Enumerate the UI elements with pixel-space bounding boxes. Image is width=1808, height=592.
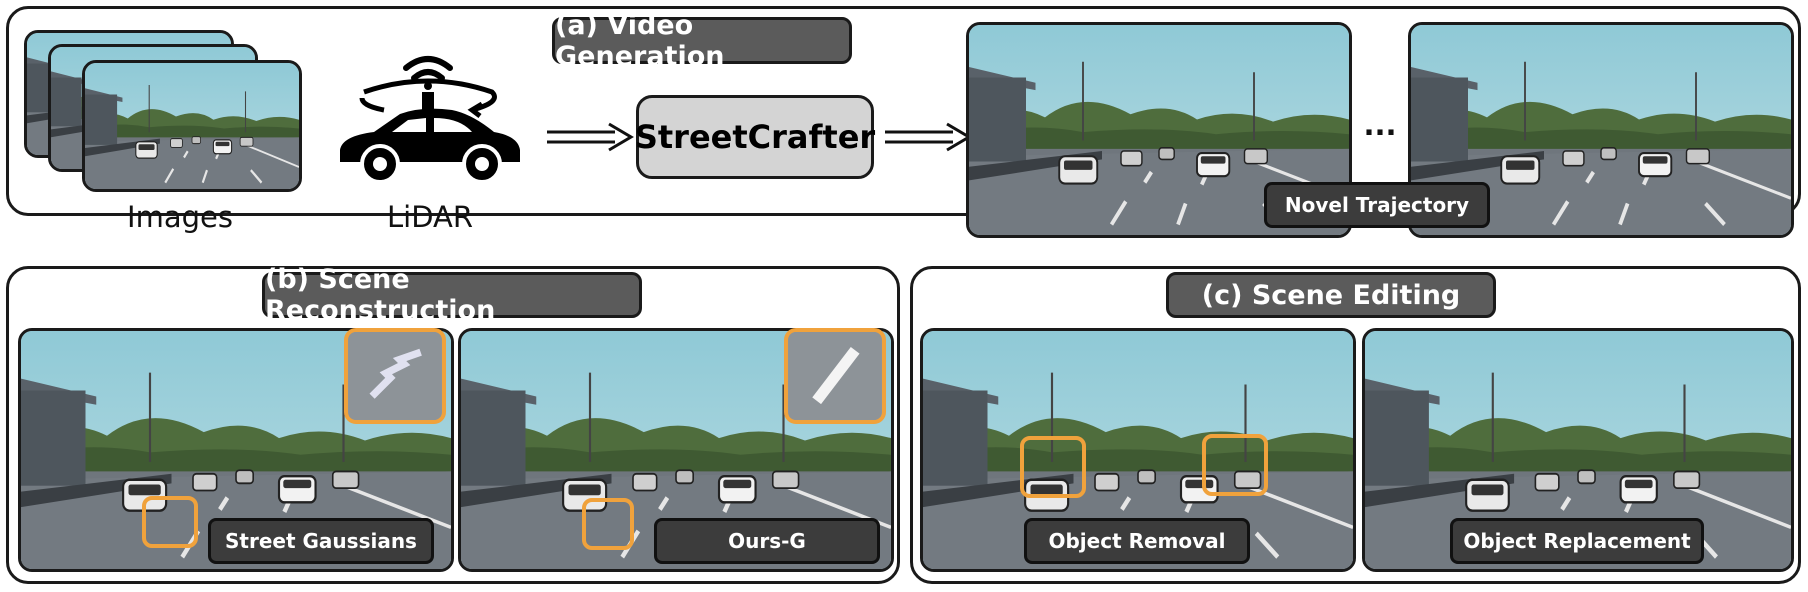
- ours-g-zoom-inset: [784, 328, 886, 424]
- arrow-icon: [547, 122, 634, 152]
- lidar-label: LiDAR: [386, 200, 474, 234]
- object-removal-tag: Object Removal: [1024, 518, 1250, 564]
- images-label: Images: [127, 200, 233, 234]
- ours-g-tag: Ours-G: [654, 518, 880, 564]
- ellipsis-label: ...: [1363, 108, 1397, 142]
- lidar-car-icon: [340, 56, 520, 184]
- ours-g-highlight-box: [582, 498, 634, 550]
- input-image-front: [82, 60, 302, 192]
- panel-a-title: (a) Video Generation: [552, 10, 852, 72]
- removal-highlight-box-1: [1020, 436, 1086, 498]
- removal-highlight-box-2: [1202, 434, 1268, 496]
- street-gaussians-tag: Street Gaussians: [208, 518, 434, 564]
- street-gaussians-highlight-box: [142, 496, 198, 548]
- object-replacement-tag: Object Replacement: [1450, 518, 1704, 564]
- panel-b-title: (b) Scene Reconstruction: [262, 264, 642, 326]
- street-gaussians-zoom-inset: [344, 328, 446, 424]
- streetcrafter-model: StreetCrafter: [635, 95, 875, 179]
- arrow-icon: [885, 122, 972, 152]
- novel-trajectory-tag: Novel Trajectory: [1264, 182, 1490, 228]
- panel-c-title: (c) Scene Editing: [1166, 272, 1496, 318]
